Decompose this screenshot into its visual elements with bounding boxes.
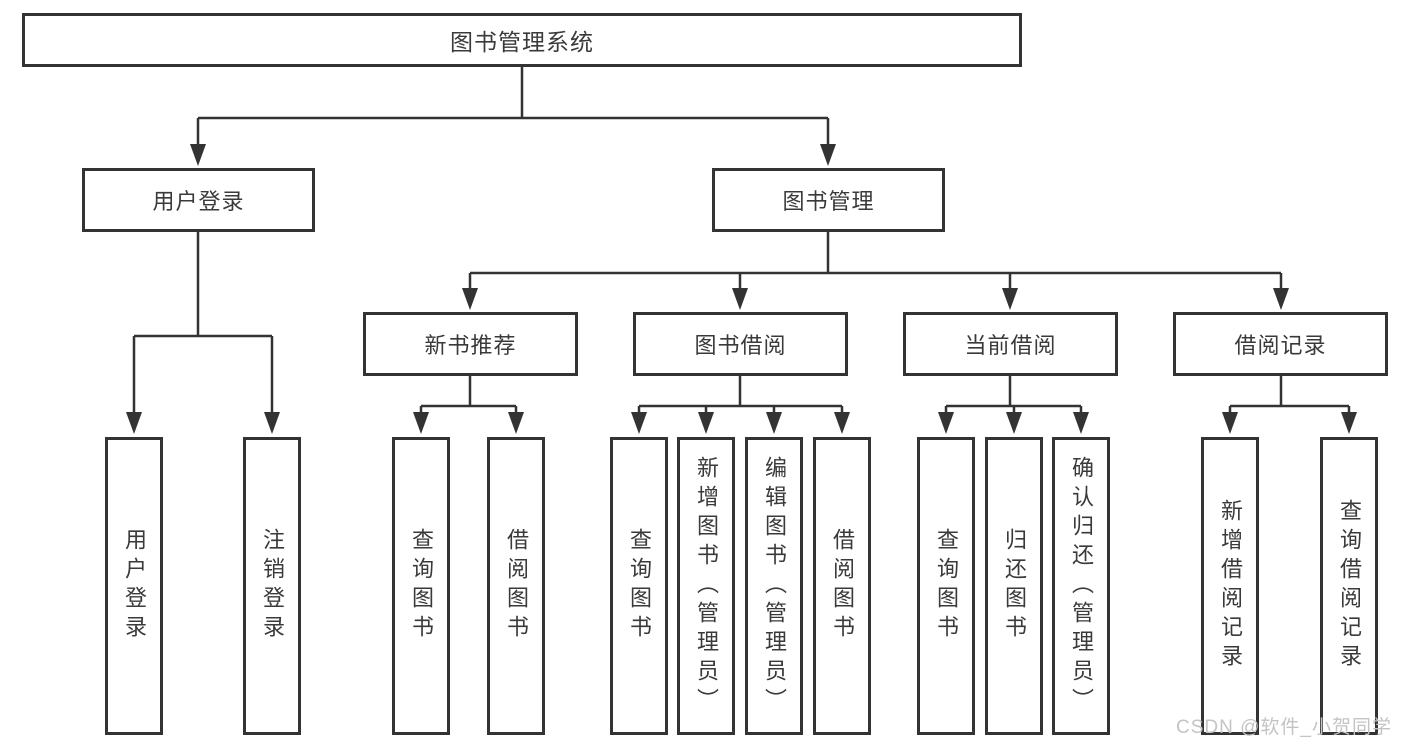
node-root-library-system: 图书管理系统	[22, 13, 1022, 67]
leaf-logout-label: 注销登录	[260, 528, 285, 644]
leaf-query-books-borrowing-label: 查询图书	[627, 528, 652, 644]
node-borrow-records-label: 借阅记录	[1234, 333, 1327, 358]
node-borrow-records: 借阅记录	[1173, 312, 1388, 376]
node-new-book-recommend: 新书推荐	[363, 312, 578, 376]
leaf-return-book-label: 归还图书	[1002, 528, 1027, 644]
node-new-book-recommend-label: 新书推荐	[424, 333, 517, 358]
leaf-add-book-admin: 新增图书（管理员）	[677, 437, 735, 735]
leaf-borrow-books-borrowing: 借阅图书	[813, 437, 871, 735]
leaf-query-borrow-record: 查询借阅记录	[1320, 437, 1378, 735]
node-book-management-label: 图书管理	[782, 189, 875, 214]
leaf-query-books-recommend: 查询图书	[392, 437, 450, 735]
node-user-login: 用户登录	[82, 168, 315, 232]
node-book-management: 图书管理	[712, 168, 945, 232]
node-book-borrowing: 图书借阅	[633, 312, 848, 376]
leaf-edit-book-admin-label: 编辑图书（管理员）	[762, 455, 787, 717]
leaf-confirm-return-admin: 确认归还（管理员）	[1052, 437, 1110, 735]
node-user-login-label: 用户登录	[152, 189, 245, 214]
leaf-logout: 注销登录	[243, 437, 301, 735]
leaf-query-books-borrowing: 查询图书	[610, 437, 668, 735]
leaf-query-books-recommend-label: 查询图书	[409, 528, 434, 644]
leaf-user-login: 用户登录	[105, 437, 163, 735]
leaf-edit-book-admin: 编辑图书（管理员）	[745, 437, 803, 735]
leaf-borrow-books-recommend-label: 借阅图书	[504, 528, 529, 644]
leaf-confirm-return-admin-label: 确认归还（管理员）	[1069, 455, 1094, 717]
leaf-user-login-label: 用户登录	[122, 528, 147, 644]
leaf-add-borrow-record-label: 新增借阅记录	[1218, 499, 1243, 673]
leaf-borrow-books-borrowing-label: 借阅图书	[830, 528, 855, 644]
node-current-borrowing-label: 当前借阅	[964, 333, 1057, 358]
node-current-borrowing: 当前借阅	[903, 312, 1118, 376]
leaf-query-borrow-record-label: 查询借阅记录	[1337, 499, 1362, 673]
leaf-query-books-current: 查询图书	[917, 437, 975, 735]
node-book-borrowing-label: 图书借阅	[694, 333, 787, 358]
node-root-label: 图书管理系统	[450, 29, 594, 55]
leaf-query-books-current-label: 查询图书	[934, 528, 959, 644]
csdn-watermark: CSDN @软件_小贺同学	[1176, 717, 1392, 738]
leaf-add-book-admin-label: 新增图书（管理员）	[694, 455, 719, 717]
leaf-borrow-books-recommend: 借阅图书	[487, 437, 545, 735]
leaf-return-book: 归还图书	[985, 437, 1043, 735]
leaf-add-borrow-record: 新增借阅记录	[1201, 437, 1259, 735]
